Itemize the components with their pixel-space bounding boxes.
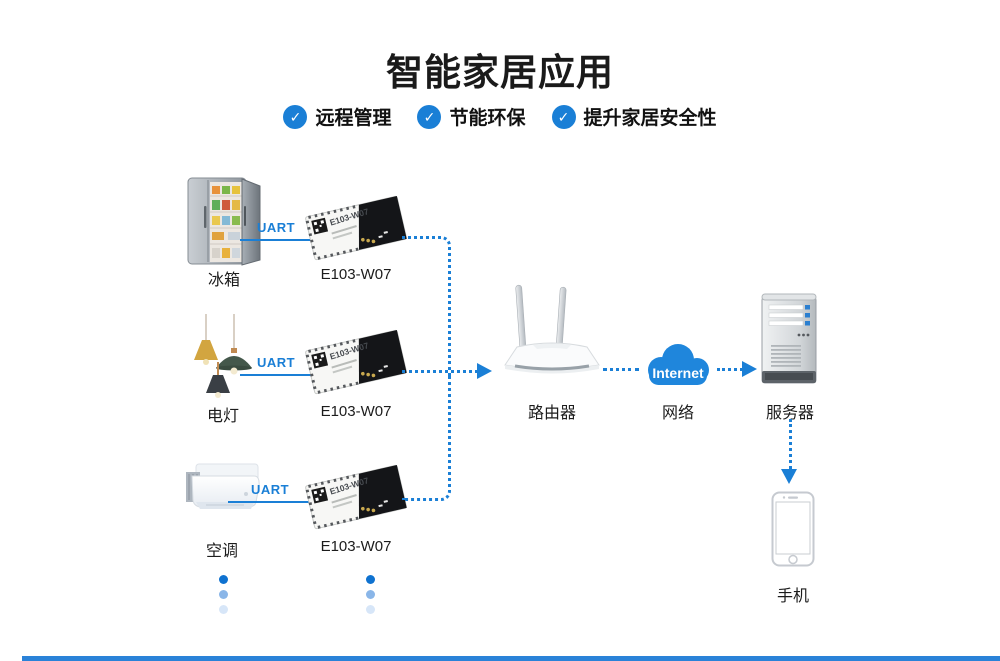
- module-image-1: E103-W07: [304, 195, 408, 261]
- server-image: [761, 293, 817, 384]
- device-label-ac: 空调: [205, 543, 238, 560]
- router-image: [504, 284, 600, 374]
- phone-label: 手机: [776, 588, 809, 605]
- device-label-lamp: 电灯: [206, 408, 239, 425]
- phone-image: [771, 491, 815, 567]
- router-label: 路由器: [527, 405, 576, 422]
- connector-cloud-to-server: [717, 368, 743, 371]
- uart-link-3: UART: [228, 481, 312, 503]
- cloud-label: 网络: [661, 405, 694, 422]
- check-icon: ✓: [551, 104, 576, 129]
- uart-label: UART: [256, 220, 296, 235]
- cloud-text: Internet: [652, 365, 704, 381]
- page-title: 智能家居应用: [386, 52, 614, 93]
- connector-router-to-cloud: [603, 368, 639, 371]
- feature-label: 节能环保: [449, 108, 526, 129]
- feature-list: ✓ 远程管理 ✓ 节能环保 ✓ 提升家居安全性: [0, 103, 1000, 130]
- air-conditioner-image: [186, 463, 260, 509]
- uart-link-1: UART: [240, 219, 312, 241]
- more-modules-ellipsis: [366, 575, 375, 614]
- check-icon: ✓: [417, 104, 442, 129]
- feature-energy-saving: ✓ 节能环保: [417, 103, 526, 130]
- arrow-right-icon: [477, 363, 492, 379]
- connector-server-to-phone: [789, 419, 792, 469]
- module-label-1: E103-W07: [320, 266, 392, 283]
- uart-link-2: UART: [240, 354, 312, 376]
- arrow-down-icon: [781, 469, 797, 484]
- connector-row2-to-hub: [402, 370, 478, 373]
- feature-label: 远程管理: [315, 108, 392, 129]
- lamp-image: [194, 314, 252, 398]
- module-label-3: E103-W07: [320, 538, 392, 555]
- module-image-3: E103-W07: [304, 464, 408, 530]
- feature-home-security: ✓ 提升家居安全性: [551, 103, 717, 130]
- device-label-fridge: 冰箱: [207, 272, 240, 289]
- more-devices-ellipsis: [219, 575, 228, 614]
- fridge-image: [187, 177, 261, 266]
- feature-label: 提升家居安全性: [583, 108, 717, 129]
- footer-accent-bar: [22, 656, 1000, 661]
- uart-label: UART: [256, 355, 296, 370]
- connector-row3-to-hub: [402, 376, 451, 501]
- feature-remote-management: ✓ 远程管理: [283, 103, 391, 130]
- connector-row1-to-hub: [402, 236, 451, 377]
- arrow-right-icon: [742, 361, 757, 377]
- module-image-2: E103-W07: [304, 329, 408, 395]
- uart-label: UART: [250, 482, 290, 497]
- internet-cloud: Internet: [648, 344, 709, 385]
- check-icon: ✓: [283, 104, 308, 129]
- server-label: 服务器: [765, 405, 814, 422]
- module-label-2: E103-W07: [320, 403, 392, 420]
